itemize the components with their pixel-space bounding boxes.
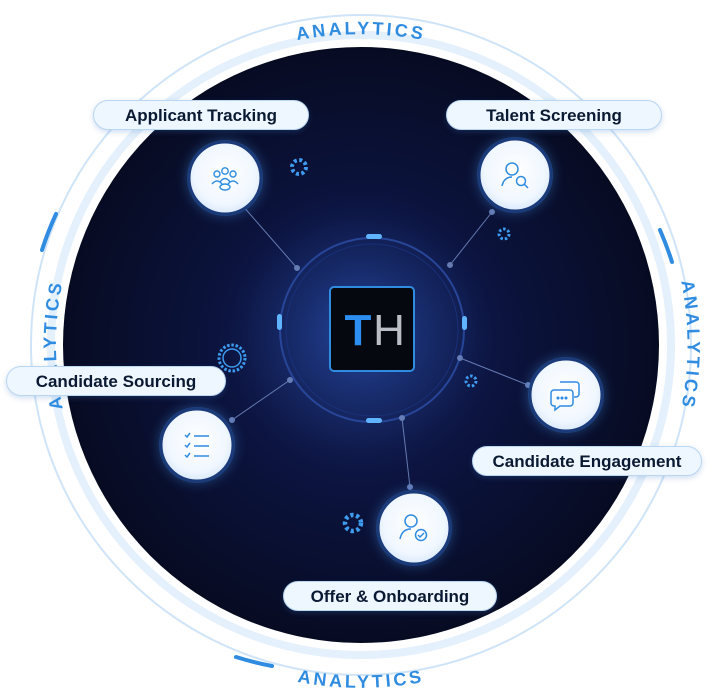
gear-icon bbox=[217, 343, 247, 373]
connector-dot bbox=[229, 417, 235, 423]
connector-candidate-sourcing bbox=[231, 379, 291, 421]
gear-icon bbox=[342, 512, 364, 534]
gear-icon bbox=[290, 158, 308, 176]
logo-letter-t: T bbox=[345, 306, 372, 355]
label-candidate-engagement: Candidate Engagement bbox=[472, 446, 702, 476]
node-talent-screening[interactable] bbox=[477, 137, 553, 213]
node-candidate-engagement[interactable] bbox=[528, 357, 604, 433]
label-talent-screening: Talent Screening bbox=[446, 100, 662, 130]
hub-tick bbox=[277, 314, 282, 330]
node-candidate-sourcing[interactable] bbox=[159, 407, 235, 483]
connector-dot bbox=[407, 484, 413, 490]
ring-accent-dash bbox=[40, 212, 58, 252]
ring-accent-dash bbox=[658, 228, 674, 264]
ring-accent-dash bbox=[234, 655, 274, 668]
middle-ring bbox=[47, 31, 675, 659]
hub-tick bbox=[366, 234, 382, 239]
hub-tick bbox=[462, 316, 467, 330]
connector-talent-screening bbox=[449, 211, 493, 266]
node-applicant-tracking[interactable] bbox=[187, 140, 263, 216]
connector-dot bbox=[447, 262, 453, 268]
center-logo: T H bbox=[329, 286, 415, 372]
user-check-icon bbox=[399, 514, 428, 542]
user-search-icon bbox=[501, 162, 529, 189]
hub-tick bbox=[366, 418, 382, 423]
connector-dot bbox=[287, 377, 293, 383]
chat-bubbles-icon bbox=[550, 381, 580, 412]
label-applicant-tracking: Applicant Tracking bbox=[93, 100, 309, 130]
connector-dot bbox=[294, 265, 300, 271]
label-candidate-sourcing: Candidate Sourcing bbox=[6, 366, 226, 396]
hub-inner-ring bbox=[285, 243, 459, 417]
people-group-icon bbox=[211, 167, 239, 191]
connector-offer-onboarding bbox=[401, 417, 411, 488]
connector-applicant-tracking bbox=[241, 204, 298, 269]
ring-label-top: ANALYTICS bbox=[295, 18, 428, 44]
ring-label-right: ANALYTICS bbox=[677, 278, 703, 411]
node-offer-onboarding[interactable] bbox=[376, 490, 452, 566]
ring-label-bottom: ANALYTICS bbox=[296, 666, 425, 690]
connector-dot bbox=[399, 415, 405, 421]
connector-candidate-engagement bbox=[459, 357, 529, 386]
label-offer-onboarding: Offer & Onboarding bbox=[283, 581, 497, 611]
gear-icon bbox=[497, 227, 511, 241]
checklist-icon bbox=[184, 432, 209, 459]
logo-letter-h: H bbox=[373, 306, 405, 355]
outer-ring bbox=[30, 14, 692, 676]
connector-dot bbox=[457, 355, 463, 361]
gear-icon bbox=[464, 374, 478, 388]
connector-dot bbox=[489, 209, 495, 215]
